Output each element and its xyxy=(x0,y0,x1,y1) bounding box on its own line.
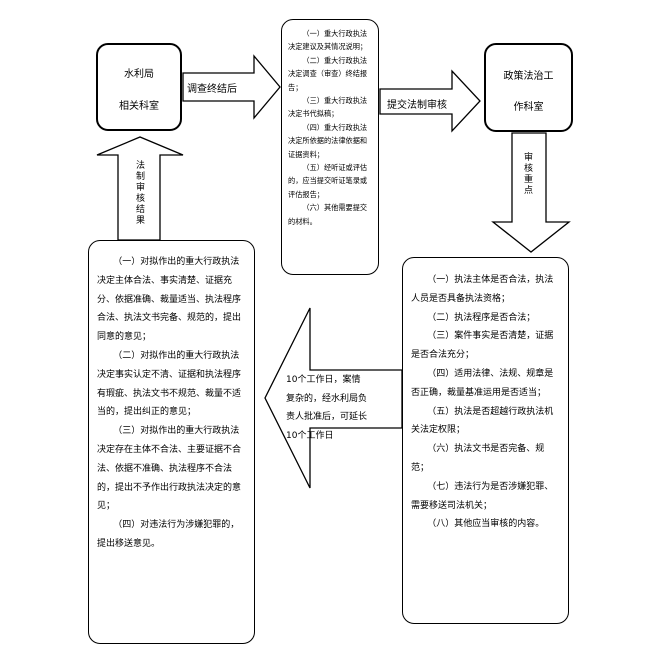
review-item: （二）执法程序是否合法； xyxy=(427,312,536,323)
review-item: （六）执法文书是否完备、规范； xyxy=(411,444,545,473)
node-legal-office: 政策法治工 作科室 xyxy=(484,43,573,132)
label-review-result: 法制审核结果 xyxy=(134,160,144,226)
material-item: （一）重大行政执法决定建议及其情况说明； xyxy=(288,29,368,52)
opinion-item: （一）对拟作出的重大行政执法决定主体合法、事实清楚、证据充分、依据准确、裁量适当… xyxy=(97,257,242,343)
review-item: （一）执法主体是否合法，执法人员是否具备执法资格； xyxy=(411,275,554,304)
deadline-line2: 复杂的，经水利局负 xyxy=(286,393,368,404)
deadline-line1: 10个工作日，案情 xyxy=(286,375,361,385)
node-submission-materials: （一）重大行政执法决定建议及其情况说明； （二）重大行政执法决定调查（审查）终结… xyxy=(281,19,379,275)
node-review-opinions: （一）对拟作出的重大行政执法决定主体合法、事实清楚、证据充分、依据准确、裁量适当… xyxy=(88,240,255,644)
material-item: （四）重大行政执法决定所依据的法律依据和证据资料； xyxy=(288,122,368,159)
material-item: （六）其他需要提交的材料。 xyxy=(288,203,368,226)
review-item: （三）案件事实是否清楚，证据是否合法充分； xyxy=(411,331,554,361)
node-water-bureau: 水利局 相关科室 xyxy=(96,43,182,131)
opinion-item: （二）对拟作出的重大行政执法决定事实认定不清、证据和执法程序有瑕疵、执法文书不规… xyxy=(97,350,242,418)
label-after-investigation: 调查终结后 xyxy=(187,84,237,95)
legal-office-line1: 政策法治工 xyxy=(503,71,554,82)
review-item: （七）违法行为是否涉嫌犯罪、需要移送司法机关； xyxy=(411,481,554,511)
arrow-review-to-opinions xyxy=(264,307,403,489)
label-deadline: 10个工作日，案情 复杂的，经水利局负 责人批准后，可延长 10个工作日 xyxy=(286,371,398,445)
node-review-items: （一）执法主体是否合法，执法人员是否具备执法资格； （二）执法程序是否合法； （… xyxy=(402,257,569,624)
opinions-list: （一）对拟作出的重大行政执法决定主体合法、事实清楚、证据充分、依据准确、裁量适当… xyxy=(97,253,243,554)
deadline-line3: 责人批准后，可延长 xyxy=(286,412,368,422)
label-review-focus: 审核重点 xyxy=(522,152,532,196)
arrow-materials-to-legal xyxy=(379,69,481,133)
materials-list: （一）重大行政执法决定建议及其情况说明； （二）重大行政执法决定调查（审查）终结… xyxy=(288,27,372,228)
water-bureau-line2: 相关科室 xyxy=(119,101,159,112)
label-submit-review: 提交法制审核 xyxy=(387,100,447,111)
opinion-item: （四）对违法行为涉嫌犯罪的，提出移送意见。 xyxy=(97,520,240,549)
arrow-legal-to-review xyxy=(491,132,571,253)
review-items-list: （一）执法主体是否合法，执法人员是否具备执法资格； （二）执法程序是否合法； （… xyxy=(411,271,559,534)
arrow-investigation-to-materials xyxy=(182,54,281,120)
arrow-opinions-to-bureau xyxy=(96,136,184,241)
review-item: （八）其他应当审核的内容。 xyxy=(427,519,545,530)
water-bureau-line1: 水利局 xyxy=(124,69,154,80)
opinion-item: （三）对拟作出的重大行政执法决定存在主体不合法、主要证据不合法、依据不准确、执法… xyxy=(97,426,242,512)
material-item: （五）经听证或评估的，应当提交听证笔录或评估报告； xyxy=(288,163,368,199)
material-item: （三）重大行政执法决定书代拟稿； xyxy=(288,96,368,119)
review-item: （五）执法是否超越行政执法机关法定权限； xyxy=(411,406,554,436)
review-item: （四）适用法律、法规、规章是否正确，裁量基准运用是否适当； xyxy=(411,368,554,398)
legal-office-line2: 作科室 xyxy=(513,102,544,113)
material-item: （二）重大行政执法决定调查（审查）终结报告； xyxy=(288,55,368,92)
deadline-line4: 10个工作日 xyxy=(286,430,334,441)
